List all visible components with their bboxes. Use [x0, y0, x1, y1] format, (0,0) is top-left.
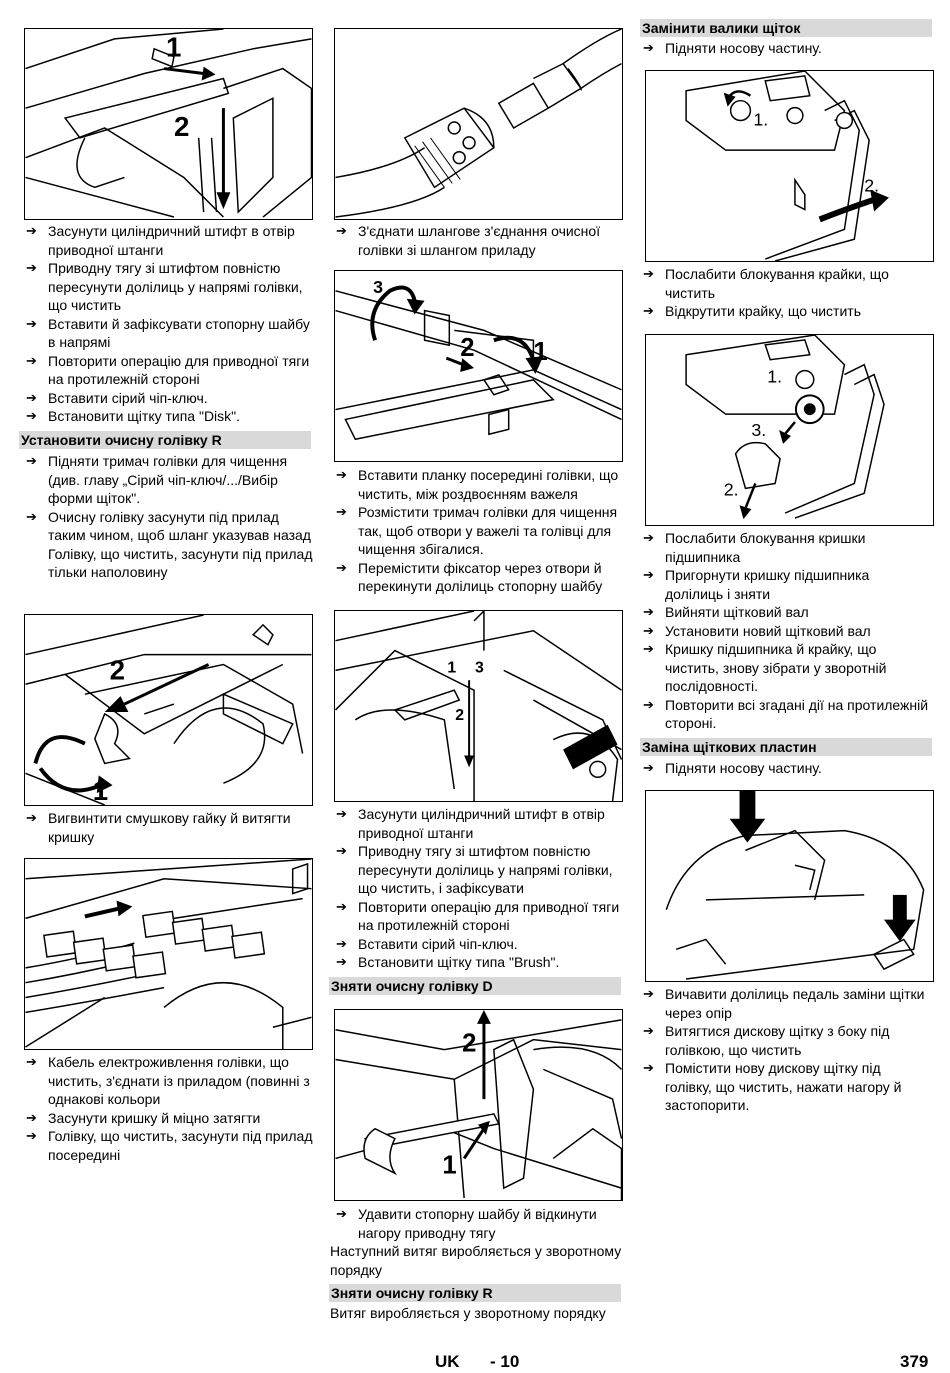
list-item: Встановити щітку типа "Disk".: [24, 407, 314, 426]
instructions-attach-drive: Засунути циліндричний штифт в отвір прив…: [24, 222, 314, 426]
instructions-connect-cable: Кабель електроживлення голівки, що чисти…: [24, 1053, 314, 1164]
footer-language: UK: [435, 1352, 460, 1371]
figure-label: 2: [462, 1030, 476, 1058]
figure-label: 1.: [767, 367, 782, 387]
list-item: Послабити блокування крайки, що чистить: [641, 265, 931, 302]
figure-label: 2: [460, 334, 474, 362]
list-item: Установити новий щітковий вал: [641, 622, 931, 641]
footer-page-number: 379: [900, 1352, 929, 1371]
figure-label: 1: [93, 775, 108, 805]
section-heading: Зняти очисну голівку D: [329, 977, 621, 995]
list-item: Повторити операцію для приводної тяги на…: [334, 898, 624, 935]
instructions-remove-cover: Вигвинтити смушкову гайку й витягти криш…: [24, 809, 314, 846]
list-item: Встановити щітку типа "Brush".: [334, 953, 624, 972]
instructions-lift-nose: Підняти носову частину.: [641, 39, 931, 58]
list-item: Удавити стопорну шайбу й відкинути нагор…: [334, 1205, 624, 1242]
figure-label: 1: [533, 338, 547, 366]
list-item: Вставити планку посередині голівки, що ч…: [334, 466, 624, 503]
instructions-remove-head-r: Витяг виробляється у зворотному порядку: [330, 1304, 620, 1323]
note-text: Наступний витяг виробляється у зворотном…: [330, 1243, 622, 1278]
list-item: Пригорнути кришку підшипника долілиць і …: [641, 566, 931, 603]
list-item: Підняти носову частину.: [641, 759, 931, 778]
list-item: Повторити операцію для приводної тяги на…: [24, 352, 314, 389]
list-item: Кришку підшипника й крайку, що чистить, …: [641, 640, 931, 696]
figure-hose-connection: [334, 28, 623, 220]
figure-power-cable: [24, 858, 313, 1050]
figure-label: 2.: [724, 479, 739, 499]
list-item: Послабити блокування кришки підшипника: [641, 529, 931, 566]
list-item: Перемістити фіксатор через отвори й пере…: [334, 559, 624, 596]
list-item: Очисну голівку засунути під прилад таким…: [24, 508, 314, 545]
list-item: Повторити всі згадані дії на протилежній…: [641, 696, 931, 733]
figure-head-holder: 3 2 1: [334, 270, 623, 462]
instructions-place-holder: Вставити планку посередині голівки, що ч…: [334, 466, 624, 596]
list-item: Кабель електроживлення голівки, що чисти…: [24, 1053, 314, 1109]
instructions-install-head-r: Підняти тримач голівки для чищення (див.…: [24, 452, 314, 582]
figure-bearing-cover: 1. 3. 2.: [645, 334, 934, 526]
list-item: Витягтися дискову щітку з боку під голів…: [641, 1022, 931, 1059]
list-item: Вставити сірий чіп-ключ.: [334, 935, 624, 954]
list-item: Засунути циліндричний штифт в отвір прив…: [24, 222, 314, 259]
section-heading: Установити очисну голівку R: [19, 431, 311, 449]
note-text: Витяг виробляється у зворотному порядку: [330, 1305, 606, 1321]
instructions-replace-roller: Послабити блокування кришки підшипника П…: [641, 529, 931, 733]
figure-label: 3.: [751, 420, 766, 440]
list-item: Підняти носову частину.: [641, 39, 931, 58]
list-item: Вийняти щітковий вал: [641, 603, 931, 622]
list-item: Голівку, що чистить, засунути під прилад…: [24, 1127, 314, 1164]
list-item: Засунути кришку й міцно затягти: [24, 1109, 314, 1128]
section-heading: Замінити валики щіток: [640, 19, 932, 37]
figure-label: 2: [455, 707, 464, 724]
section-heading: Заміна щіткових пластин: [640, 738, 932, 756]
figure-label: 3: [475, 659, 484, 676]
figure-drive-rod: 1 3 2: [334, 610, 623, 802]
list-item: Помістити нову дискову щітку під голівку…: [641, 1059, 931, 1115]
instructions-lift-nose-2: Підняти носову частину.: [641, 759, 931, 778]
instructions-connect-hose: З'єднати шлангове з'єднання очисної голі…: [334, 222, 624, 259]
instructions-remove-head-d: Удавити стопорну шайбу й відкинути нагор…: [330, 1205, 624, 1279]
list-item: Відкрутити крайку, що чистить: [641, 302, 931, 321]
figure-knurled-nut: 2 1: [24, 614, 313, 806]
figure-label: 1: [442, 1151, 456, 1179]
list-item: Вставити й зафіксувати стопорну шайбу в …: [24, 315, 314, 352]
list-item: З'єднати шлангове з'єднання очисної голі…: [334, 222, 624, 259]
instructions-attach-drive-brush: Засунути циліндричний штифт в отвір прив…: [334, 805, 624, 972]
list-item: Вставити сірий чіп-ключ.: [24, 389, 314, 408]
section-heading: Зняти очисну голівку R: [329, 1284, 621, 1302]
footer-section-page: - 10: [490, 1352, 520, 1371]
list-item: Засунути циліндричний штифт в отвір прив…: [334, 805, 624, 842]
figure-brush-pedal: [645, 790, 934, 982]
figure-label: 1.: [753, 109, 768, 129]
list-item: Приводну тягу зі штифтом повністю пересу…: [334, 842, 624, 898]
list-item: Приводну тягу зі штифтом повністю пересу…: [24, 259, 314, 315]
note-text: Голівку, що чистить, засунути під прилад…: [48, 545, 313, 581]
list-item: Вичавити долілиць педаль заміни щітки че…: [641, 985, 931, 1022]
figure-label: 2: [110, 654, 125, 685]
list-item: Підняти тримач голівки для чищення (див.…: [24, 452, 314, 508]
instructions-replace-disk: Вичавити долілиць педаль заміни щітки че…: [641, 985, 931, 1115]
list-item: Вигвинтити смушкову гайку й витягти криш…: [24, 809, 314, 846]
figure-label: 3: [373, 277, 383, 297]
figure-label: 2: [174, 111, 189, 142]
list-item: Розмістити тримач голівки для чищення та…: [334, 503, 624, 559]
instructions-loosen-edge: Послабити блокування крайки, що чистить …: [641, 265, 931, 321]
figure-retaining-washer: 2 1: [334, 1009, 623, 1201]
figure-label: 1: [166, 32, 181, 63]
figure-label: 2.: [864, 176, 879, 196]
figure-cylinder-pin: 1 2: [24, 28, 313, 220]
figure-cleaning-edge: 1. 2.: [645, 70, 934, 262]
figure-label: 1: [447, 659, 456, 676]
